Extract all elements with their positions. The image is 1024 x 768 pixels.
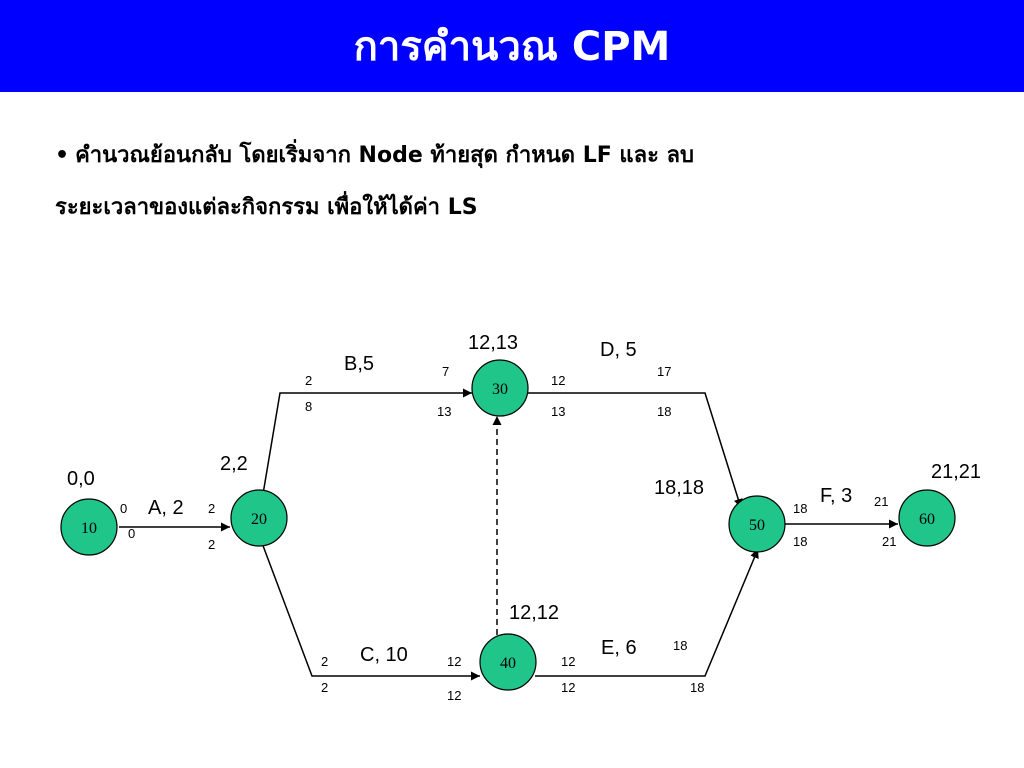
activity-F-ls: 18 (793, 534, 807, 549)
svg-text:60: 60 (919, 511, 935, 528)
activity-E-es: 12 (561, 654, 575, 669)
bullet-line-1: •คำนวณย้อนกลับ โดยเริ่มจาก Node ท้ายสุด … (55, 130, 995, 182)
activity-C-ef: 12 (447, 654, 461, 669)
node-10: 10 (60, 498, 118, 556)
arrow-B (261, 388, 472, 501)
node-20: 20 (230, 489, 288, 547)
node-50: 50 (728, 495, 786, 553)
svg-text:10: 10 (81, 520, 97, 537)
title-bar: การคำนวณ CPM (0, 0, 1024, 92)
activity-D-es: 12 (551, 373, 565, 388)
arrow-C (261, 542, 480, 681)
activity-F-ef: 21 (874, 494, 888, 509)
node-30-times: 12,13 (468, 332, 518, 354)
activity-A-ef: 2 (208, 501, 215, 516)
activity-E-lf: 18 (690, 680, 704, 695)
activity-E-ef: 18 (673, 638, 687, 653)
activity-D-label: D, 5 (600, 339, 637, 361)
node-40-times: 12,12 (509, 602, 559, 624)
node-40: 40 (479, 633, 537, 691)
svg-text:20: 20 (251, 511, 267, 528)
activity-B-ef: 7 (442, 364, 449, 379)
activity-C-es: 2 (321, 654, 328, 669)
activity-D-lf: 18 (657, 404, 671, 419)
activity-A-label: A, 2 (148, 497, 184, 519)
activity-C-ls: 2 (321, 680, 328, 695)
activity-C-lf: 12 (447, 688, 461, 703)
bullet-line-1-text: คำนวณย้อนกลับ โดยเริ่มจาก Node ท้ายสุด ก… (75, 143, 694, 168)
activity-D-ef: 17 (657, 364, 671, 379)
activity-B-ls: 8 (305, 399, 312, 414)
node-50-times: 18,18 (654, 477, 704, 499)
activity-A-es: 0 (120, 501, 127, 516)
node-10-times: 0,0 (67, 468, 95, 490)
svg-text:40: 40 (500, 655, 516, 672)
svg-text:30: 30 (492, 381, 508, 398)
node-30: 30 (471, 359, 529, 417)
activity-E-ls: 12 (561, 680, 575, 695)
activity-F-lf: 21 (882, 534, 896, 549)
slide-title: การคำนวณ CPM (353, 24, 671, 70)
activity-E-label: E, 6 (601, 637, 637, 659)
activity-B-es: 2 (305, 373, 312, 388)
node-60: 60 (898, 489, 956, 547)
arrow-D (528, 392, 743, 509)
activity-D-ls: 13 (551, 404, 565, 419)
bullet-marker: • (55, 143, 70, 168)
activity-A-ls: 0 (128, 526, 135, 541)
bullet-line-2: ระยะเวลาของแต่ละกิจกรรม เพื่อให้ได้ค่า L… (55, 195, 478, 220)
activity-B-lf: 13 (437, 404, 451, 419)
activity-C-label: C, 10 (360, 644, 408, 666)
activity-A-lf: 2 (208, 537, 215, 552)
bullet-text: •คำนวณย้อนกลับ โดยเริ่มจาก Node ท้ายสุด … (55, 130, 995, 234)
activity-F-label: F, 3 (820, 485, 852, 507)
node-60-times: 21,21 (931, 461, 981, 483)
node-20-times: 2,2 (220, 453, 248, 475)
activity-F-es: 18 (793, 501, 807, 516)
svg-text:50: 50 (749, 517, 765, 534)
activity-B-label: B,5 (344, 353, 374, 375)
arrow-E (535, 548, 759, 677)
